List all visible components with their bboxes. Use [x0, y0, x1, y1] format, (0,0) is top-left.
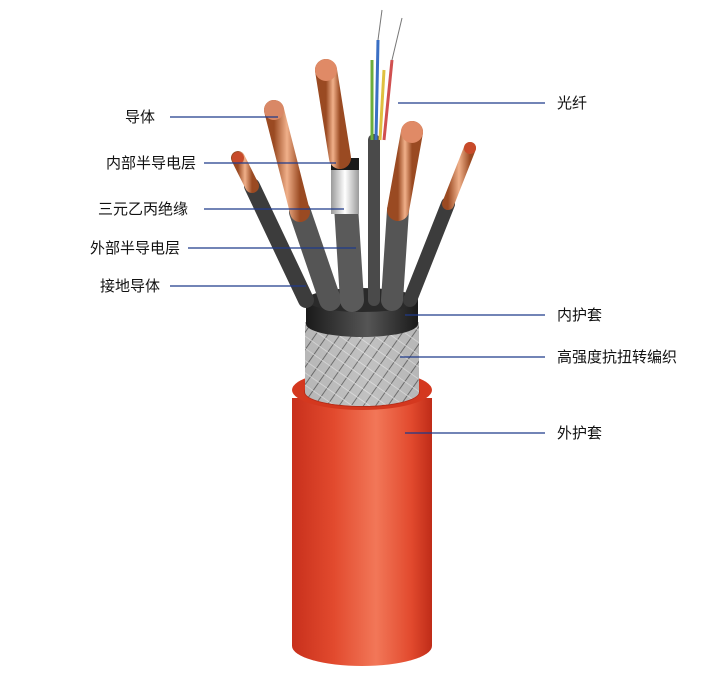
power-core-center — [315, 59, 364, 312]
label-optical-fiber: 光纤 — [557, 94, 587, 112]
power-core-left-2 — [264, 100, 341, 311]
label-outer-sheath: 外护套 — [557, 424, 602, 442]
label-antitorsion-braid: 高强度抗扭转编织 — [557, 348, 677, 366]
label-earth-conductor: 接地导体 — [100, 277, 160, 295]
label-inner-semiconductive: 内部半导电层 — [106, 154, 196, 172]
label-epr-insulation: 三元乙丙绝缘 — [98, 200, 188, 218]
outer-sheath — [292, 370, 432, 666]
label-inner-sheath: 内护套 — [557, 306, 602, 324]
optical-fiber-unit — [368, 9, 403, 306]
power-core-right — [381, 121, 423, 311]
leader-lines — [170, 102, 545, 434]
label-outer-semiconductive: 外部半导电层 — [90, 239, 180, 257]
antitorsion-braid — [305, 322, 419, 406]
label-conductor: 导体 — [125, 108, 155, 126]
power-core-right-2 — [403, 142, 476, 307]
